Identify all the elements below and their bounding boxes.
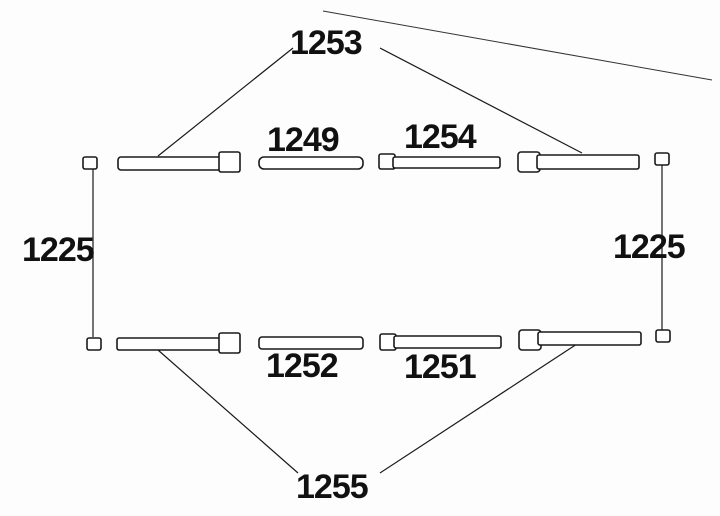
leader-line-1253-right xyxy=(379,47,583,154)
connector-top-right xyxy=(654,152,670,166)
label-1249: 1249 xyxy=(267,121,340,159)
tube-1254 xyxy=(392,156,501,169)
leader-line-1255-left xyxy=(157,349,299,474)
tube-1249 xyxy=(258,156,364,170)
tube-1251 xyxy=(393,335,502,349)
sleeve-bottom-left xyxy=(218,332,241,354)
tube-top-left xyxy=(117,156,223,171)
label-1251: 1251 xyxy=(404,348,477,386)
label-1252: 1252 xyxy=(266,347,339,385)
connector-bottom-left xyxy=(86,337,102,351)
tube-bottom-right xyxy=(537,331,642,346)
tube-top-right xyxy=(536,154,640,170)
label-1253: 1253 xyxy=(290,24,363,62)
label-1225-left: 1225 xyxy=(22,231,95,269)
sleeve-top-left xyxy=(218,151,241,173)
tube-bottom-left xyxy=(116,337,222,351)
edge-line xyxy=(322,10,713,81)
leader-line-1255-right xyxy=(379,341,581,474)
connector-bottom-right xyxy=(655,329,671,343)
label-1225-right: 1225 xyxy=(613,228,686,266)
label-1254: 1254 xyxy=(404,118,477,156)
leader-line-1253-left xyxy=(157,47,294,157)
tube-1252 xyxy=(258,336,364,350)
connector-top-left xyxy=(82,156,98,170)
label-1255: 1255 xyxy=(296,468,369,506)
